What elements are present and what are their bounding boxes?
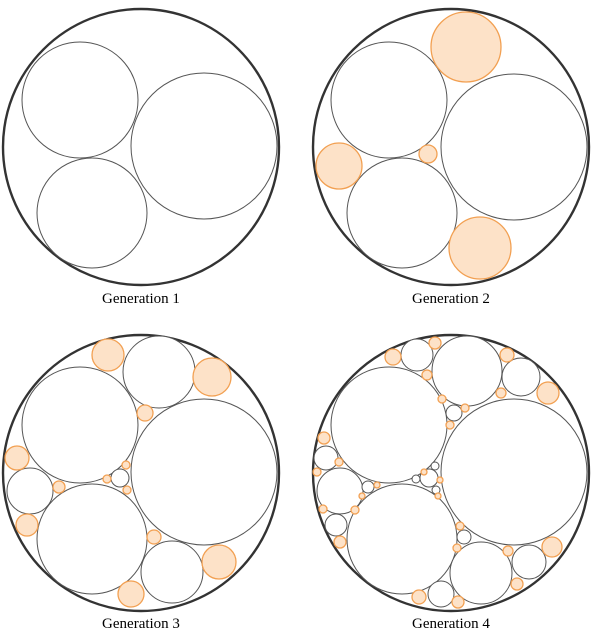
gen1-circle [440,398,588,546]
panel-caption: Generation 1 [102,291,180,307]
new-circle [430,11,502,83]
new-circle [201,544,237,580]
gen2-circle [140,540,204,604]
gen1-circle [36,483,148,595]
new-circle [451,595,465,609]
new-circle [121,460,131,470]
gen3-circle [324,513,348,537]
gen3-circle [361,480,375,494]
gen3-circle [430,461,440,471]
new-circle [421,369,433,381]
new-circle [436,476,444,484]
panel-generation-2: Generation 2 [311,7,591,307]
new-circle [315,142,363,190]
panel-generation-3: Generation 3 [1,333,281,632]
new-circle [358,492,366,500]
new-circle [437,394,447,404]
new-circle [15,513,39,537]
new-circle [420,468,428,476]
new-circle [350,505,360,515]
new-circle [373,481,381,489]
new-circle [434,492,442,500]
panel-caption: Generation 2 [412,291,490,307]
gen2-circle [110,468,130,488]
gen3-circle [400,338,434,372]
new-circle [460,403,470,413]
panel-generation-4: Generation 4 [311,333,591,632]
new-circle [312,467,322,477]
new-circle [136,404,154,422]
new-circle [455,521,465,531]
gen1-circle [36,157,148,269]
new-circle [510,577,524,591]
gen3-circle [411,474,421,484]
new-circle [448,216,512,280]
panel-generation-1: Generation 1 [1,7,281,307]
new-circle [536,381,560,405]
gen1-circle [330,41,448,159]
new-circle [52,480,66,494]
gen3-circle [313,445,339,471]
new-circle [4,445,30,471]
gen1-circle [130,72,278,220]
new-circle [502,545,514,557]
gen2-circle [6,467,54,515]
gen3-circle [456,529,472,545]
new-circle [192,357,232,397]
new-circle [418,144,438,164]
new-circle [334,457,344,467]
panel-caption: Generation 4 [412,616,490,632]
new-circle [333,535,347,549]
gen1-circle [21,41,139,159]
gen2-circle [449,541,513,605]
gen1-circle [330,366,448,484]
new-circle [91,338,125,372]
new-circle [146,529,162,545]
new-circle [452,543,462,553]
panel-caption: Generation 3 [102,616,180,632]
new-circle [318,504,328,514]
new-circle [102,474,112,484]
gen2-circle [122,335,196,409]
gen1-circle [346,483,458,595]
new-circle [428,336,442,350]
new-circle [317,431,331,445]
gen1-circle [21,366,139,484]
gen3-circle [445,404,463,422]
new-circle [495,387,507,399]
gen3-circle [501,357,541,397]
gen1-circle [346,157,458,269]
new-circle [499,347,515,363]
gen3-circle [511,544,547,580]
gen1-circle [440,73,588,221]
new-circle [384,348,402,366]
new-circle [411,589,427,605]
gen3-circle [427,580,455,608]
new-circle [541,536,563,558]
new-circle [117,580,145,608]
new-circle [445,420,455,430]
gen1-circle [130,398,278,546]
new-circle [122,485,132,495]
